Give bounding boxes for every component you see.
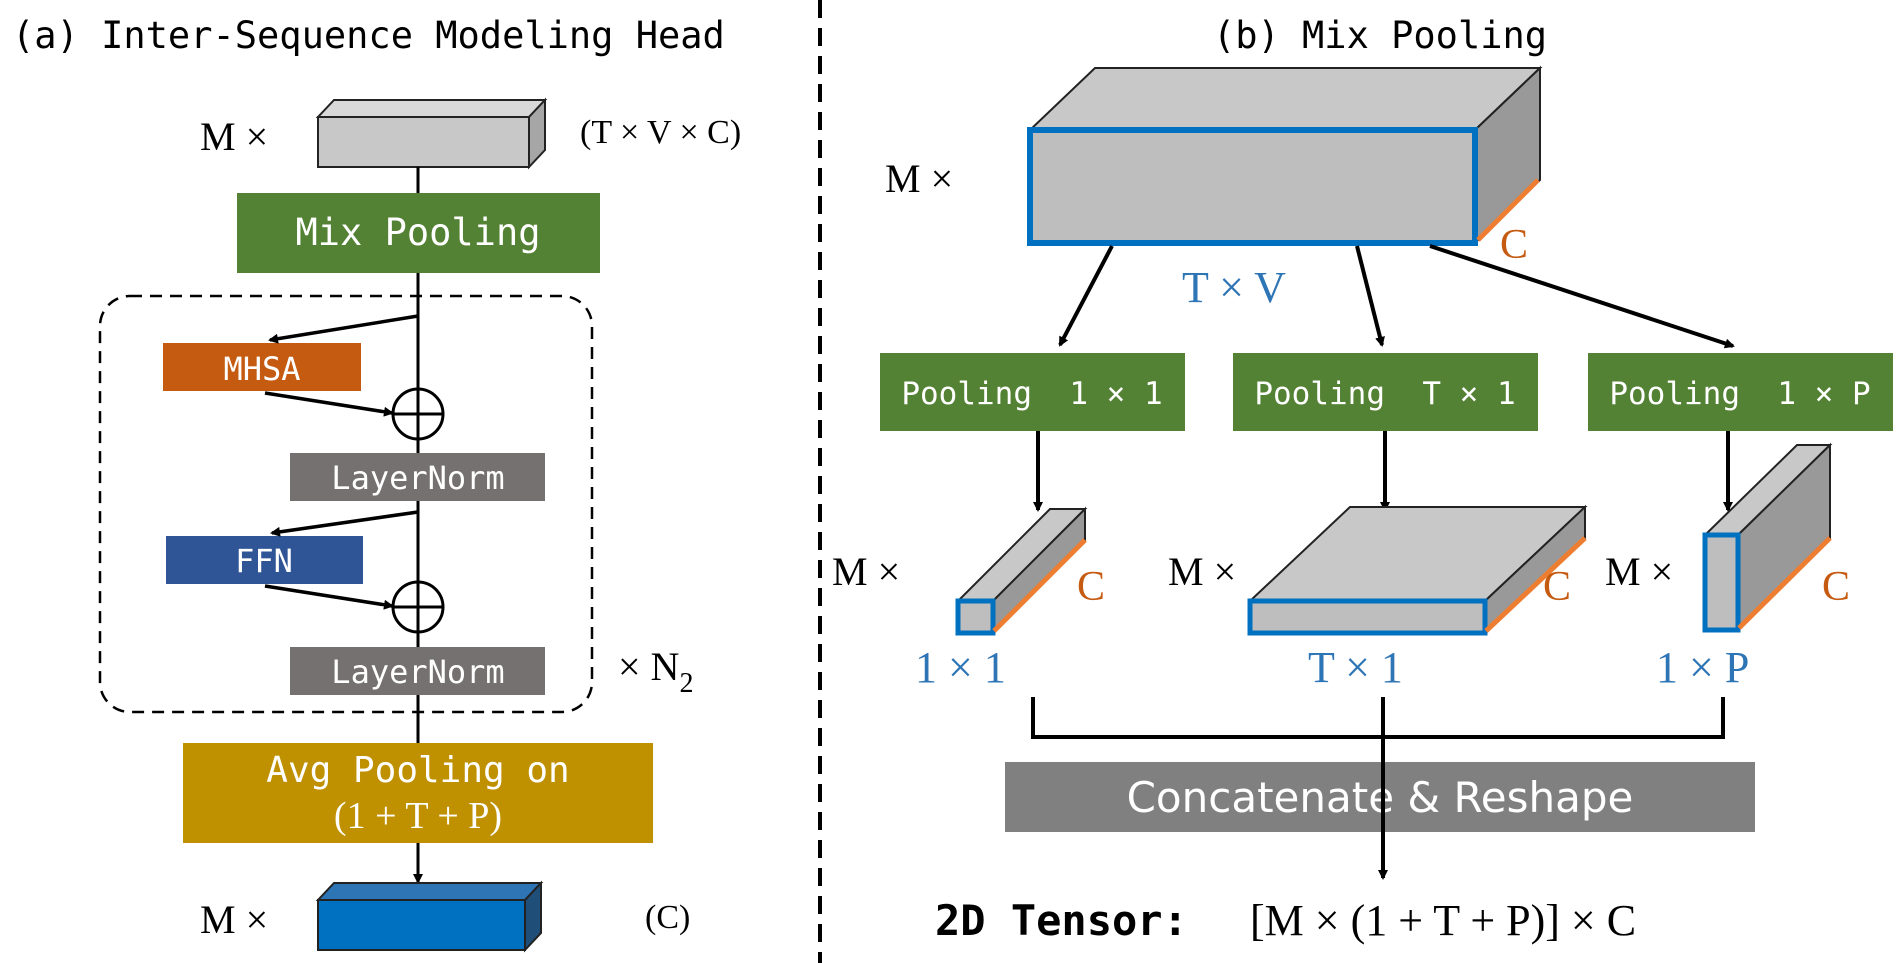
panel-a-output-mult: M ×	[200, 897, 268, 942]
ffn-label: FFN	[235, 542, 293, 580]
panel-b-title: (b) Mix Pooling	[1213, 14, 1547, 57]
panel-a-output-dims: (C)	[645, 899, 690, 936]
mix-pooling-label: Mix Pooling	[295, 211, 540, 254]
panel-a-input-mult: M ×	[200, 114, 268, 159]
pooling-1x1-label: Pooling 1 × 1	[901, 376, 1162, 412]
avg-pooling-block	[183, 743, 653, 843]
avg-pooling-label-line2: (1 + T + P)	[334, 795, 502, 837]
panel-b-input-mult: M ×	[885, 156, 953, 201]
result-shape-1x1	[955, 506, 1088, 636]
result-shape-1xp	[1702, 442, 1833, 633]
layernorm-block-1	[290, 453, 545, 501]
repeat-count: × N2	[618, 644, 693, 699]
pooling-1xp-label: Pooling 1 × P	[1609, 376, 1870, 412]
arrow	[264, 584, 394, 610]
arrow	[264, 391, 394, 417]
mhsa-block	[163, 343, 361, 391]
layernorm-label-1: LayerNorm	[331, 459, 504, 497]
pooling-1xp-block	[1588, 353, 1893, 431]
add-circle-2	[391, 580, 445, 634]
concat-reshape-block	[1005, 762, 1755, 832]
shape-tx1-depth: C	[1543, 564, 1571, 610]
ffn-block	[166, 536, 363, 584]
shape-1xp-mult: M ×	[1605, 549, 1673, 594]
result-label: 2D Tensor:	[935, 896, 1188, 945]
panel-b-input-cube	[1027, 65, 1543, 246]
panel-a-input-block	[315, 97, 548, 170]
shape-tx1-mult: M ×	[1168, 549, 1236, 594]
add-circle-1	[391, 387, 445, 441]
panel-b-input-depth-label: C	[1500, 222, 1528, 268]
shape-1x1-mult: M ×	[832, 549, 900, 594]
panel-a-output-block	[315, 880, 544, 953]
panel-a-input-dims: (T × V × C)	[580, 114, 741, 151]
pooling-tx1-block	[1233, 353, 1538, 431]
avg-pooling-label-line1: Avg Pooling on	[266, 750, 569, 791]
pooling-tx1-label: Pooling T × 1	[1254, 376, 1515, 412]
arrow	[268, 314, 419, 344]
shape-1x1-face: 1 × 1	[915, 643, 1006, 692]
mhsa-label: MHSA	[223, 350, 300, 388]
panel-b-input-face-label: T × V	[1182, 263, 1286, 312]
shape-1xp-face: 1 × P	[1656, 643, 1749, 692]
panel-a-title: (a) Inter-Sequence Modeling Head	[12, 14, 725, 57]
shape-1x1-depth: C	[1077, 564, 1105, 610]
arrow	[1429, 244, 1735, 349]
concat-bracket	[1031, 697, 1725, 762]
concat-reshape-label: Concatenate & Reshape	[1127, 773, 1634, 822]
result-expression: [M × (1 + T + P)] × C	[1250, 896, 1636, 945]
arrow	[270, 510, 419, 537]
layernorm-block-2	[290, 647, 545, 695]
arrow	[1355, 245, 1385, 347]
shape-1xp-depth: C	[1822, 564, 1850, 610]
arrow	[1058, 245, 1114, 347]
result-shape-tx1	[1247, 504, 1588, 636]
pooling-1x1-block	[880, 353, 1185, 431]
shape-tx1-face: T × 1	[1308, 643, 1403, 692]
mix-pooling-block	[237, 193, 600, 273]
layernorm-label-2: LayerNorm	[331, 653, 504, 691]
